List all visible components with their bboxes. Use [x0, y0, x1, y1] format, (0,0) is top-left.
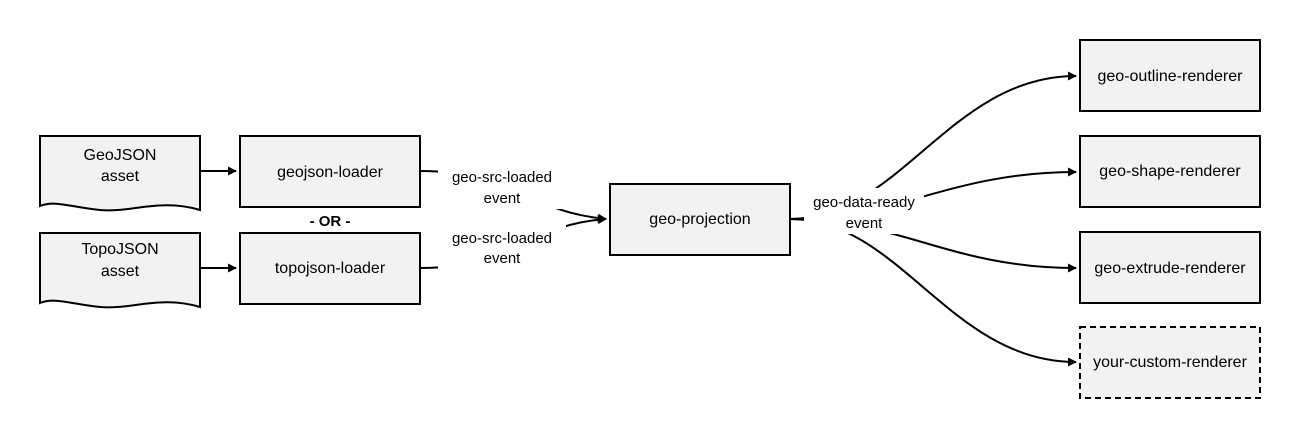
your-custom-renderer-node: your-custom-renderer	[1079, 326, 1261, 399]
geo-outline-renderer-node: geo-outline-renderer	[1079, 39, 1261, 112]
geo-extrude-renderer-node: geo-extrude-renderer	[1079, 231, 1261, 304]
edge-label-line: event	[484, 250, 522, 267]
edge-label-geo-src-loaded-top: geo-src-loaded event	[438, 165, 566, 209]
node-label: asset	[101, 168, 140, 185]
node-label: GeoJSON	[84, 147, 157, 164]
node-label: geo-outline-renderer	[1098, 68, 1244, 85]
edge-projection-to-custom	[789, 218, 1077, 367]
edge-label-line: geo-data-ready	[813, 194, 915, 211]
topojson-asset-node: TopoJSON asset	[39, 232, 201, 309]
node-label: asset	[101, 263, 140, 280]
node-label: geo-extrude-renderer	[1094, 260, 1246, 277]
node-label: geo-shape-renderer	[1099, 163, 1241, 180]
geojson-loader-node: geojson-loader	[239, 135, 421, 208]
geo-shape-renderer-node: geo-shape-renderer	[1079, 135, 1261, 208]
edge-label-line: event	[846, 215, 884, 232]
node-label: topojson-loader	[275, 260, 386, 277]
or-label: - OR -	[310, 213, 351, 230]
edge-label-line: geo-src-loaded	[452, 169, 552, 186]
geo-projection-node: geo-projection	[609, 183, 791, 256]
node-label: geojson-loader	[277, 164, 384, 181]
edge-label-geo-data-ready: geo-data-ready event	[804, 188, 924, 234]
edge-label-geo-src-loaded-bottom: geo-src-loaded event	[438, 225, 566, 269]
geojson-asset-node: GeoJSON asset	[39, 135, 201, 212]
topojson-loader-node: topojson-loader	[239, 232, 421, 305]
node-label: geo-projection	[649, 211, 750, 228]
node-label: TopoJSON	[81, 241, 158, 258]
edge-label-line: event	[484, 190, 522, 207]
node-label: your-custom-renderer	[1093, 354, 1248, 371]
edge-label-line: geo-src-loaded	[452, 230, 552, 247]
